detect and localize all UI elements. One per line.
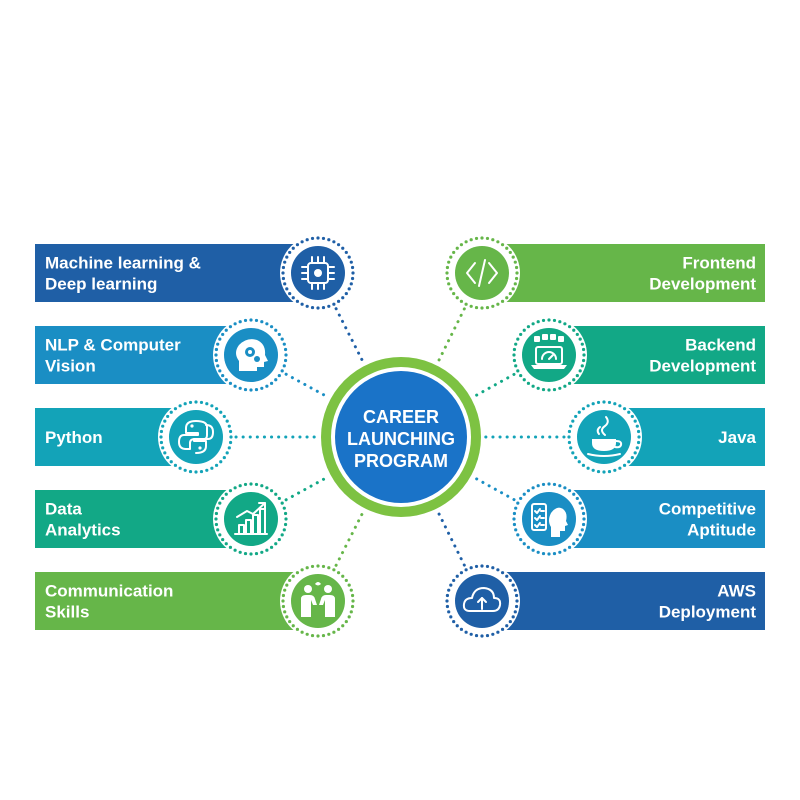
right-item-label-line: Frontend bbox=[682, 254, 756, 273]
right-dotted-ring-3 bbox=[512, 482, 586, 556]
right-item-label-2: Java bbox=[718, 428, 756, 447]
left-item-label-line: Communication bbox=[45, 582, 173, 601]
right-item-label-line: Java bbox=[718, 428, 756, 447]
left-item-label-line: Analytics bbox=[45, 521, 121, 540]
right-item-label-line: Backend bbox=[685, 336, 756, 355]
right-dotted-ring-0 bbox=[445, 236, 519, 310]
left-item-label-line: Deep learning bbox=[45, 275, 157, 294]
right-icon-circle-2 bbox=[577, 410, 631, 464]
left-bar-0 bbox=[35, 244, 318, 302]
left-dotted-ring-0 bbox=[281, 236, 355, 310]
left-connector-3 bbox=[284, 474, 331, 502]
left-item-label-line: NLP & Computer bbox=[45, 336, 181, 355]
left-connector-4 bbox=[334, 508, 366, 567]
left-dotted-ring-3 bbox=[214, 482, 288, 556]
people-talking-icon bbox=[301, 582, 335, 617]
left-dotted-ring-4 bbox=[281, 564, 355, 638]
right-item-label-line: Competitive bbox=[659, 500, 756, 519]
left-item-label-0: Machine learning & Deep learning bbox=[45, 254, 201, 294]
python-logo-icon bbox=[178, 420, 214, 454]
center-inner-circle bbox=[335, 371, 467, 503]
right-dotted-ring-4 bbox=[445, 564, 519, 638]
laptop-database-icon bbox=[531, 334, 567, 369]
cloud-upload-icon bbox=[462, 587, 502, 612]
center-title-line: LAUNCHING bbox=[347, 429, 455, 449]
left-item-label-line: Skills bbox=[45, 603, 89, 622]
right-item-2: Java bbox=[566, 399, 765, 475]
center-title-line: CAREER bbox=[363, 407, 439, 427]
right-item-4: AWS Deployment bbox=[444, 563, 765, 639]
head-checklist-icon bbox=[531, 503, 568, 537]
left-item-label-line: Data bbox=[45, 500, 82, 519]
head-gears-icon bbox=[236, 339, 268, 371]
right-dotted-ring-2 bbox=[567, 400, 641, 474]
left-connector-1 bbox=[284, 372, 331, 400]
right-icon-circle-1 bbox=[522, 328, 576, 382]
left-item-2: Python bbox=[35, 399, 234, 475]
right-connector-3 bbox=[471, 475, 516, 502]
connector-lines bbox=[234, 307, 566, 567]
left-item-label-2: Python bbox=[45, 428, 103, 447]
right-connector-1 bbox=[471, 372, 516, 399]
right-bar-0 bbox=[482, 244, 765, 302]
right-item-label-4: AWS Deployment bbox=[659, 582, 757, 622]
right-item-label-line: AWS bbox=[717, 582, 756, 601]
right-connector-0 bbox=[435, 307, 466, 365]
bar-chart-growth-icon bbox=[234, 502, 268, 535]
right-item-label-line: Aptitude bbox=[687, 521, 756, 540]
left-bar-4 bbox=[35, 572, 318, 630]
right-connector-4 bbox=[435, 509, 466, 567]
left-item-0: Machine learning & Deep learning bbox=[35, 235, 356, 311]
left-dotted-ring-1 bbox=[214, 318, 288, 392]
ai-chip-brain-icon bbox=[301, 256, 335, 290]
right-item-label-line: Deployment bbox=[659, 603, 757, 622]
right-bar-4 bbox=[482, 572, 765, 630]
left-connector-0 bbox=[334, 307, 366, 366]
right-item-label-line: Development bbox=[649, 275, 756, 294]
left-dotted-ring-2 bbox=[159, 400, 233, 474]
left-item-label-line: Vision bbox=[45, 357, 96, 376]
center-title-line: PROGRAM bbox=[354, 451, 448, 471]
right-item-label-line: Development bbox=[649, 357, 756, 376]
left-item-label-line: Python bbox=[45, 428, 103, 447]
code-brackets-icon bbox=[466, 259, 498, 287]
left-item-label-line: Machine learning & bbox=[45, 254, 201, 273]
right-icon-circle-3 bbox=[522, 492, 576, 546]
java-coffee-icon bbox=[587, 416, 623, 457]
left-icon-circle-2 bbox=[169, 410, 223, 464]
right-dotted-ring-1 bbox=[512, 318, 586, 392]
